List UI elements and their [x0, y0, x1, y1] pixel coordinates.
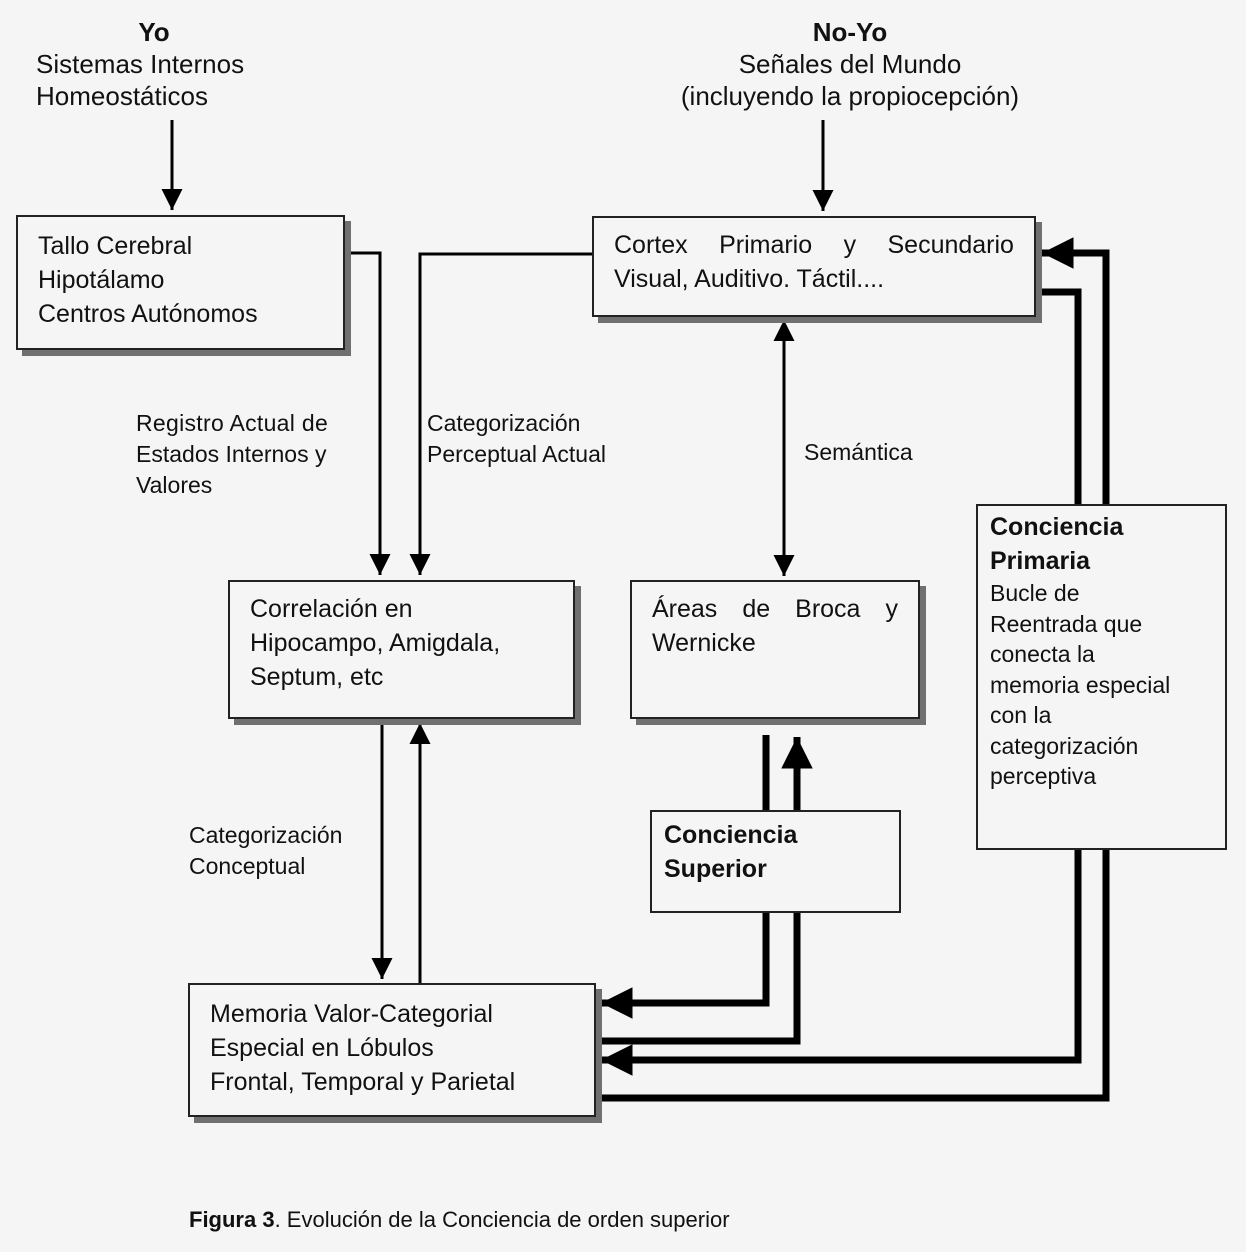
node-text: Cortex Primario y Secundario — [614, 228, 1014, 262]
node-text: Hipocampo, Amigdala, — [250, 629, 501, 657]
node-text: Tallo Cerebral — [38, 232, 193, 260]
node-memoria: Memoria Valor-Categorial Especial en Lób… — [188, 983, 596, 1117]
figure-caption-text: . Evolución de la Conciencia de orden su… — [274, 1207, 730, 1232]
edge-memoria-to-superior — [598, 912, 801, 1045]
edge-label-line: Categorización — [189, 822, 343, 848]
figure-caption-label: Figura 3 — [189, 1207, 275, 1232]
node-text: memoria especial — [990, 671, 1171, 698]
node-text: Septum, etc — [250, 663, 384, 691]
edge-label-line: Estados Internos y — [136, 441, 327, 467]
figure-caption: Figura 3. Evolución de la Conciencia de … — [189, 1207, 730, 1233]
input-self-heading: Yo — [138, 17, 170, 47]
edge-primaria-to-memoria — [601, 850, 1082, 1076]
node-text: Reentrada que — [990, 610, 1143, 637]
node-text: con la — [990, 702, 1052, 728]
edge-label-line: Semántica — [804, 439, 913, 465]
edge-cortex-to-primaria — [1042, 288, 1082, 504]
node-title: Primaria — [990, 547, 1091, 575]
edge-label-conceptual: Categorización Conceptual — [189, 820, 342, 882]
edge-label-perceptual: Categorización Perceptual Actual — [427, 408, 606, 470]
edge-label-line: Valores — [136, 472, 213, 498]
node-text: categorización — [990, 732, 1139, 759]
input-non-self: No-Yo Señales del Mundo (incluyendo la p… — [650, 16, 1050, 112]
word: y — [843, 231, 857, 259]
node-text: perceptiva — [990, 763, 1097, 789]
node-title: Conciencia — [990, 513, 1124, 541]
node-text: Hipotálamo — [38, 266, 165, 294]
node-text: Frontal, Temporal y Parietal — [210, 1068, 516, 1096]
node-text: Áreas de Broca y — [652, 592, 898, 626]
word: Primario — [719, 231, 813, 259]
word: y — [885, 595, 898, 623]
word: de — [742, 595, 771, 623]
node-cortex: Cortex Primario y Secundario Visual, Aud… — [592, 216, 1036, 317]
edge-label-line: Conceptual — [189, 853, 306, 879]
node-text: conecta la — [990, 641, 1095, 667]
edge-label-line: Perceptual Actual — [427, 441, 607, 467]
edge-label-registro: Registro Actual de Estados Internos y Va… — [136, 408, 328, 501]
node-text: Memoria Valor-Categorial — [210, 1000, 493, 1028]
word: Áreas — [652, 595, 718, 623]
word: Cortex — [614, 231, 688, 259]
input-non-self-heading: No-Yo — [812, 17, 888, 47]
input-self-line: Sistemas Internos — [36, 49, 245, 79]
node-tallo-cerebral: Tallo Cerebral Hipotálamo Centros Autóno… — [16, 215, 345, 350]
node-title: Conciencia — [664, 821, 798, 849]
edge-tallo-to-correlacion — [345, 251, 391, 575]
input-non-self-line: (incluyendo la propiocepción) — [680, 81, 1020, 111]
word: Broca — [795, 595, 861, 623]
node-text: Correlación en — [250, 595, 413, 623]
node-text: Especial en Lóbulos — [210, 1034, 434, 1062]
edge-label-line: Registro Actual de — [136, 410, 329, 436]
edge-label-line: Categorización — [427, 410, 581, 436]
node-text: Bucle de — [990, 580, 1080, 606]
input-self: Yo Sistemas Internos Homeostáticos — [36, 16, 272, 112]
edge-label-semantica: Semántica — [804, 437, 913, 468]
edge-superior-to-memoria — [601, 912, 770, 1019]
node-title: Superior — [664, 855, 767, 883]
word: Secundario — [887, 231, 1014, 259]
edge-primaria-to-cortex — [1042, 237, 1110, 504]
node-text: Wernicke — [652, 629, 756, 657]
input-self-line: Homeostáticos — [36, 81, 208, 111]
node-text: Centros Autónomos — [38, 300, 258, 328]
node-conciencia-superior: Conciencia Superior — [650, 810, 901, 913]
input-non-self-line: Señales del Mundo — [738, 49, 962, 79]
node-text: Visual, Auditivo. Táctil.... — [614, 265, 885, 293]
node-areas-broca-wernicke: Áreas de Broca y Wernicke — [630, 580, 920, 719]
node-conciencia-primaria: Conciencia Primaria Bucle de Reentrada q… — [976, 504, 1227, 850]
edge-memoria-to-primaria — [598, 850, 1110, 1102]
node-correlacion: Correlación en Hipocampo, Amigdala, Sept… — [228, 580, 575, 719]
edge-cortex-to-correlacion — [409, 252, 592, 575]
